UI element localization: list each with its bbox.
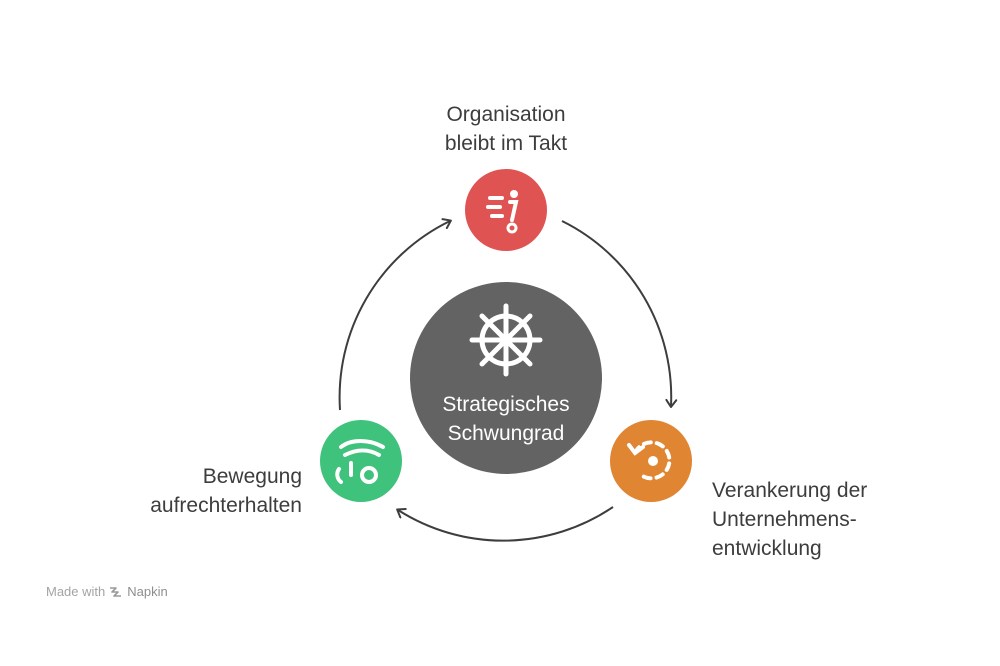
node-right-label: Verankerung der Unternehmens- entwicklun… <box>712 476 952 563</box>
napkin-logo-icon <box>110 586 122 597</box>
node-right-label-line1: Verankerung der <box>712 479 868 502</box>
center-hub <box>410 282 602 474</box>
arrow-top-to-right <box>561 220 678 408</box>
node-left-circle <box>320 420 402 502</box>
arrow-left-to-top <box>338 218 452 411</box>
watermark-brand: Napkin <box>127 584 168 599</box>
watermark-prefix: Made with <box>46 584 106 599</box>
person-speaking-icon <box>486 190 519 234</box>
node-top-circle <box>465 169 547 251</box>
center-label-line1: Strategisches <box>442 393 570 416</box>
node-left-label-line2: aufrechterhalten <box>150 494 302 517</box>
rotate-cycle-icon <box>627 440 672 481</box>
node-top-label-line1: Organisation <box>446 103 566 126</box>
arrow-right-to-left <box>396 506 614 542</box>
center-label-line2: Schwungrad <box>447 422 565 445</box>
ship-wheel-icon <box>469 303 543 377</box>
node-right-label-line3: entwicklung <box>712 537 822 560</box>
hand-wheel-icon <box>335 439 385 484</box>
made-with-napkin-watermark: Made with Napkin <box>46 584 168 599</box>
center-label: Strategisches Schwungrad <box>412 390 600 448</box>
node-left-label-line1: Bewegung <box>202 465 302 488</box>
node-right-label-line2: Unternehmens- <box>712 508 857 531</box>
node-top-label: Organisation bleibt im Takt <box>406 100 606 158</box>
node-top-label-line2: bleibt im Takt <box>444 132 568 155</box>
node-left-label: Bewegung aufrechterhalten <box>100 462 302 520</box>
